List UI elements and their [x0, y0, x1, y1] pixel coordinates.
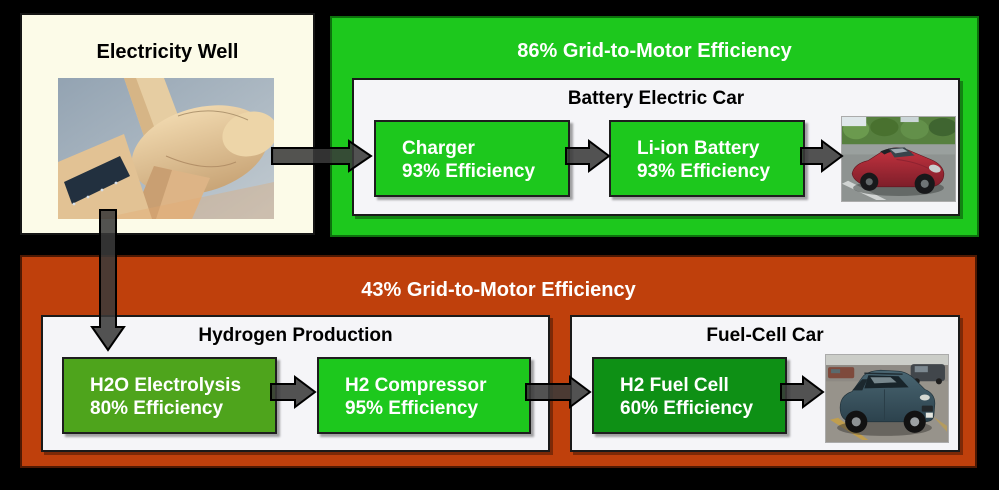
battery-electric-car-title: Battery Electric Car	[567, 88, 745, 109]
electricity-well-title: Electricity Well	[96, 41, 239, 63]
hydrogen-production-card: Hydrogen Production H2O Electrolysis 80%…	[41, 315, 550, 452]
electric-roadster-photo	[841, 116, 956, 202]
h2-compressor-stage: H2 Compressor 95% Efficiency	[317, 357, 531, 434]
liion-battery-stage: Li-ion Battery 93% Efficiency	[609, 120, 805, 197]
fuel-cell-car-title: Fuel-Cell Car	[706, 325, 824, 346]
h2o-stage-efficiency: 80% Efficiency	[90, 398, 224, 419]
h2o-electrolysis-stage: H2O Electrolysis 80% Efficiency	[62, 357, 277, 434]
battery-path-panel: 86% Grid-to-Motor Efficiency Battery Ele…	[330, 16, 979, 237]
hydrogen-production-title: Hydrogen Production	[198, 325, 393, 346]
h2o-stage-name: H2O Electrolysis	[90, 375, 242, 396]
compressor-stage-name: H2 Compressor	[345, 375, 487, 396]
fuelcell-stage-name: H2 Fuel Cell	[620, 375, 729, 396]
hydrogen-path-panel: 43% Grid-to-Motor Efficiency Hydrogen Pr…	[20, 255, 977, 468]
fuel-cell-car-card: Fuel-Cell Car H2 Fuel Cell 60% Efficienc…	[570, 315, 960, 452]
charger-stage-efficiency: 93% Efficiency	[402, 161, 536, 182]
battery-electric-car-card: Battery Electric Car Charger 93% Efficie…	[352, 78, 960, 216]
charger-stage: Charger 93% Efficiency	[374, 120, 570, 197]
h2-fuel-cell-stage: H2 Fuel Cell 60% Efficiency	[592, 357, 787, 434]
fuelcell-stage-efficiency: 60% Efficiency	[620, 398, 754, 419]
hydrogen-path-headline: 43% Grid-to-Motor Efficiency	[361, 279, 636, 301]
wind-turbine-photo	[58, 78, 274, 219]
electricity-well-card: Electricity Well	[20, 13, 315, 235]
fuel-cell-suv-photo	[825, 354, 949, 443]
battery-path-headline: 86% Grid-to-Motor Efficiency	[517, 40, 792, 62]
liion-stage-efficiency: 93% Efficiency	[637, 161, 771, 182]
compressor-stage-efficiency: 95% Efficiency	[345, 398, 479, 419]
liion-stage-name: Li-ion Battery	[637, 138, 760, 159]
charger-stage-name: Charger	[402, 138, 475, 159]
